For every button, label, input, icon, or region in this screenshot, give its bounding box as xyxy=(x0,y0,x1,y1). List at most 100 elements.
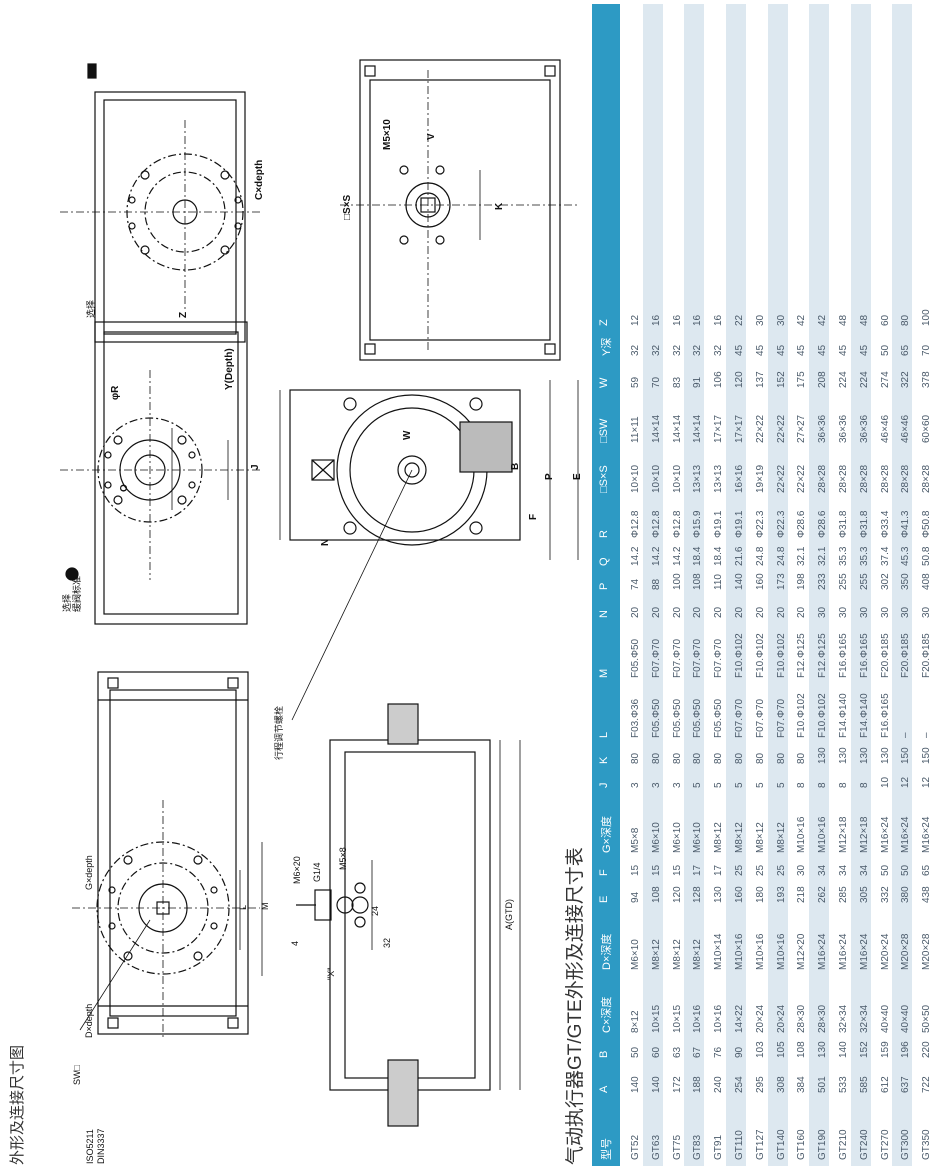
header-cell: C×深度 xyxy=(592,976,620,1039)
header-label: L xyxy=(598,731,610,738)
header-cell: M xyxy=(592,624,620,684)
label-e: E xyxy=(572,473,583,480)
drawing-labels: ISO5211 DIN3337 SW□ D×depth G×depth L M … xyxy=(61,119,583,1164)
header-label: Y深 xyxy=(601,337,613,356)
label-32: 32 xyxy=(382,938,392,948)
label-phi-r: φR xyxy=(110,385,121,400)
header-cell: B xyxy=(592,1039,620,1064)
label-m6x20: M6×20 xyxy=(292,856,302,884)
header-cell: F xyxy=(592,859,620,882)
label-option2: 选择 xyxy=(85,300,96,318)
header-label: P xyxy=(598,582,610,590)
stroke-screw-leader xyxy=(291,469,413,721)
header-label: G×深度 xyxy=(601,816,613,853)
table-cell: GT350 xyxy=(921,1129,933,1160)
header-cell: P xyxy=(592,572,620,596)
label-b: B xyxy=(510,463,521,470)
bottom-flange-view xyxy=(72,671,263,1040)
label-sw: SW□ xyxy=(72,1065,82,1085)
header-label: J xyxy=(598,782,610,789)
table-cell: 65 xyxy=(921,864,933,876)
label-n: N xyxy=(320,539,331,546)
option-marker-alt xyxy=(87,63,97,79)
table-cell: 28×28 xyxy=(921,464,933,493)
header-label: □SW xyxy=(598,418,610,443)
header-label: D×深度 xyxy=(601,933,613,970)
header-label: C×深度 xyxy=(601,996,613,1033)
label-z: Z xyxy=(178,312,189,318)
label-p: P xyxy=(544,473,555,480)
header-cell: □S×S xyxy=(592,449,620,499)
header-label: 型号 xyxy=(601,1138,613,1160)
label-l: L xyxy=(238,905,248,910)
table-cell: 722 xyxy=(921,1076,933,1093)
header-cell: K xyxy=(592,744,620,770)
header-cell: Y深 xyxy=(592,332,620,362)
header-cell: □SW xyxy=(592,394,620,449)
header-label: F xyxy=(598,869,610,876)
label-m5x10: M5×10 xyxy=(382,119,393,150)
top-view-right xyxy=(340,59,580,361)
header-cell: A xyxy=(592,1064,620,1099)
header-cell: J xyxy=(592,770,620,794)
header-label: R xyxy=(598,530,610,538)
table-cell: 50.8 xyxy=(921,546,933,566)
table-cell: 438 xyxy=(921,886,933,903)
header-label: A xyxy=(598,1085,610,1093)
table-cell: 100 xyxy=(921,309,933,326)
label-x: "X" xyxy=(326,968,336,980)
label-option1b: 缓阀标准 xyxy=(71,576,82,612)
label-g14: G1/4 xyxy=(312,862,322,882)
label-sxs: □S×S xyxy=(342,194,353,220)
label-w: W xyxy=(402,430,413,440)
header-cell: L xyxy=(592,684,620,744)
label-iso: ISO5211 xyxy=(85,1129,95,1164)
table-cell: 408 xyxy=(921,573,933,590)
header-cell: R xyxy=(592,499,620,544)
header-label: □S×S xyxy=(598,465,610,493)
label-o: O xyxy=(119,484,130,492)
table-cell: M20×28 xyxy=(921,933,933,970)
table-cell: 150 xyxy=(921,747,933,764)
label-stroke-screw: 行程调节螺栓 xyxy=(273,706,284,760)
table-cell: M16×24 xyxy=(921,816,933,853)
label-v: V xyxy=(426,133,437,140)
table-cell: 70 xyxy=(921,344,933,356)
table-cell: F20.Φ185 xyxy=(921,633,933,678)
header-cell: G×深度 xyxy=(592,794,620,859)
header-label: M xyxy=(598,668,610,678)
label-atd: A(GTD) xyxy=(504,899,514,930)
label-c-depth: C×depth xyxy=(254,160,265,200)
header-cell: W xyxy=(592,362,620,394)
header-cell: D×深度 xyxy=(592,909,620,976)
option-marker-standard xyxy=(65,567,79,581)
table-cell: 12 xyxy=(921,776,933,788)
table-cell: 220 xyxy=(921,1041,933,1058)
table-cell: 30 xyxy=(921,606,933,618)
top-flange-view xyxy=(60,321,260,625)
header-label: N xyxy=(598,610,610,618)
label-d-depth: D×depth xyxy=(84,1004,94,1038)
label-m5x8: M5×8 xyxy=(338,847,348,870)
header-cell: Z xyxy=(592,304,620,332)
label-24: 24 xyxy=(370,906,380,916)
label-y-depth: Y(Depth) xyxy=(224,348,235,390)
header-cell: 型号 xyxy=(592,1099,620,1166)
label-din: DIN3337 xyxy=(96,1128,106,1164)
end-view xyxy=(279,380,579,560)
top-right-flange-view xyxy=(60,91,260,343)
